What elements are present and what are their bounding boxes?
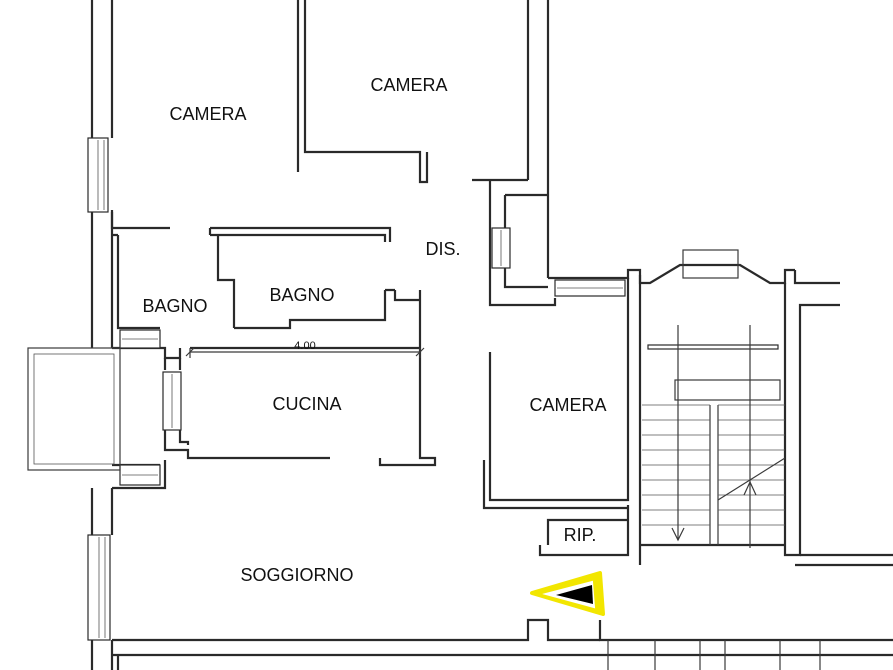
room-label-cucina: CUCINA (272, 394, 341, 414)
walls (90, 0, 893, 670)
room-label-camera-top-left: CAMERA (169, 104, 246, 124)
balcony (27, 347, 121, 471)
room-labels: CAMERA CAMERA DIS. BAGNO BAGNO CUCINA CA… (142, 75, 606, 585)
room-label-camera-right: CAMERA (529, 395, 606, 415)
windows (87, 137, 779, 641)
cucina-dimension: 4.00 (185, 340, 425, 358)
room-label-ripostiglio: RIP. (564, 525, 597, 545)
room-label-camera-top-right: CAMERA (370, 75, 447, 95)
room-label-disimpegno: DIS. (425, 239, 460, 259)
room-label-soggiorno: SOGGIORNO (240, 565, 353, 585)
viewpoint-arrow-icon (530, 571, 605, 616)
room-label-bagno-right: BAGNO (269, 285, 334, 305)
room-label-bagno-left: BAGNO (142, 296, 207, 316)
staircase (642, 249, 786, 548)
dimension-cucina-width: 4.00 (294, 340, 315, 352)
